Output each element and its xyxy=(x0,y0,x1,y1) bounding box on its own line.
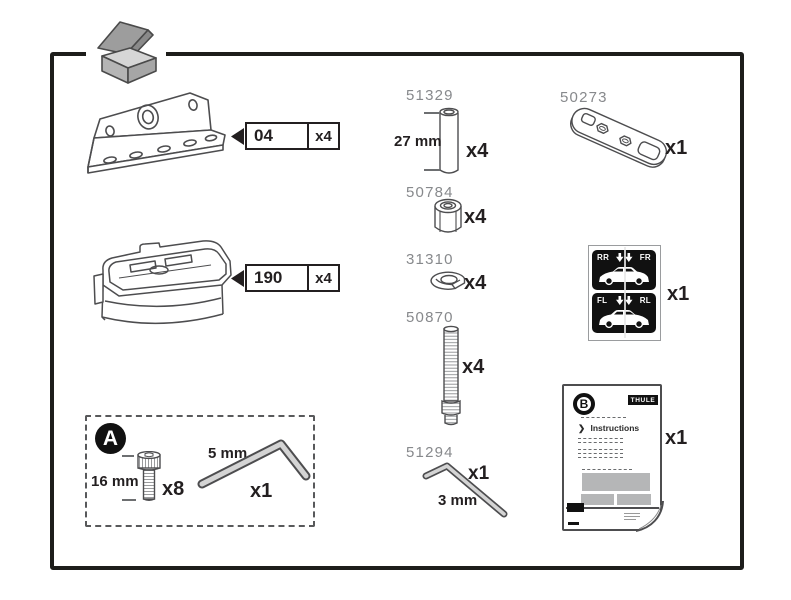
position-sticker: RR FR FL RL xyxy=(588,245,661,341)
washer-illustration xyxy=(430,271,466,290)
bolt-dim-tick-top xyxy=(122,455,134,457)
bracket-callout: 04 x4 xyxy=(231,122,340,150)
plate-qty: x1 xyxy=(665,137,688,159)
allen-key-5mm-qty: x1 xyxy=(250,480,273,502)
allen-key-3mm-dimension: 3 mm xyxy=(438,492,478,509)
callout-arrow-icon xyxy=(231,127,244,145)
bracket-qty: x4 xyxy=(315,127,332,145)
stud-illustration xyxy=(441,325,461,426)
manual-image-block xyxy=(581,494,614,505)
foot-pad-illustration xyxy=(93,240,232,325)
allen-key-5mm-illustration xyxy=(197,439,311,489)
allen-key-3mm-part-number: 51294 xyxy=(406,444,454,461)
plate-part-number: 50273 xyxy=(560,89,608,106)
manual-badge: B xyxy=(573,393,595,415)
page-curl-icon xyxy=(635,500,664,532)
sticker-perforation xyxy=(624,247,626,338)
bag-a-badge: A xyxy=(95,423,126,454)
bag-a-outline: A xyxy=(85,415,315,527)
stud-part-number: 50870 xyxy=(406,309,454,326)
allen-key-3mm-qty: x1 xyxy=(468,463,490,484)
bolt-dim-tick-bottom xyxy=(122,499,136,501)
down-arrows-icon xyxy=(616,253,633,262)
callout-arrow-icon xyxy=(231,269,244,287)
spacer-qty: x4 xyxy=(466,140,489,162)
spacer-part-number: 51329 xyxy=(406,87,454,104)
allen-key-5mm-dimension: 5 mm xyxy=(208,445,248,462)
bolt-dimension: 16 mm xyxy=(91,473,139,490)
manual-corner-mark xyxy=(568,522,579,525)
washer-part-number: 31310 xyxy=(406,251,454,268)
sticker-label-fl: FL xyxy=(597,296,608,305)
manual-image-block xyxy=(582,473,650,491)
foot-part-label: 190 xyxy=(247,266,309,290)
allen-key-3mm-illustration xyxy=(422,462,508,518)
spacer-dim-tick-top xyxy=(424,112,440,114)
thule-logo: THULE xyxy=(628,395,658,405)
plate-illustration xyxy=(570,107,668,168)
washer-qty: x4 xyxy=(464,272,487,294)
sticker-label-rl: RL xyxy=(639,296,651,305)
nut-part-number: 50784 xyxy=(406,184,454,201)
bracket-illustration xyxy=(87,92,226,174)
nut-illustration xyxy=(434,198,462,233)
bolt-illustration xyxy=(137,451,161,501)
manual-rule xyxy=(581,417,626,418)
bolt-qty: x8 xyxy=(162,478,185,500)
manual-footer-rule xyxy=(566,507,659,509)
spacer-dimension: 27 mm xyxy=(394,133,442,150)
manual-title: ❯ Instructions xyxy=(578,423,639,434)
down-arrows-icon xyxy=(616,296,633,305)
sticker-qty: x1 xyxy=(667,283,690,305)
manual-image-block xyxy=(617,494,651,505)
sticker-label-fr: FR xyxy=(639,253,651,262)
instruction-manual: B THULE ❯ Instructions xyxy=(562,384,662,531)
sticker-label-rr: RR xyxy=(597,253,610,262)
manual-title-text: Instructions xyxy=(590,423,640,433)
foot-qty: x4 xyxy=(315,269,332,287)
nut-qty: x4 xyxy=(464,206,487,228)
spacer-dim-tick-bottom xyxy=(424,169,440,171)
stud-qty: x4 xyxy=(462,356,485,378)
foot-callout: 190 x4 xyxy=(231,264,340,292)
spacer-illustration xyxy=(439,107,459,174)
manual-qty: x1 xyxy=(665,427,688,449)
open-box-icon xyxy=(97,21,157,84)
manual-title-chevron: ❯ xyxy=(578,423,586,433)
manual-footer-mark xyxy=(567,503,584,512)
bracket-part-label: 04 xyxy=(247,124,309,148)
